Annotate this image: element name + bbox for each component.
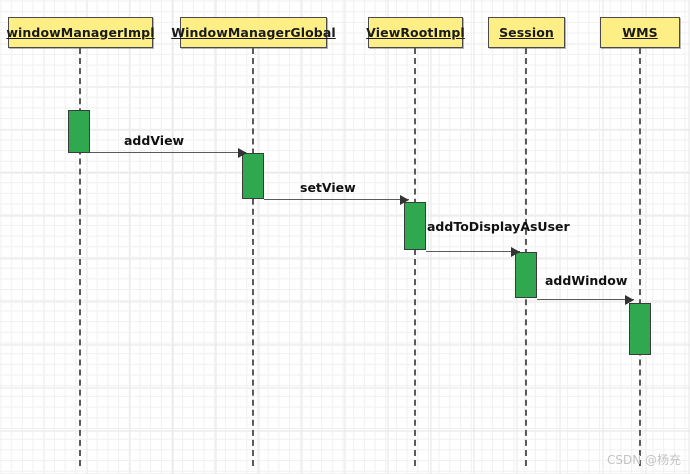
message-arrowhead-setview (400, 194, 409, 205)
lifeline-wms (639, 48, 641, 466)
message-line-setview (264, 199, 409, 200)
activation-bar-viewrootimpl (404, 202, 426, 250)
participant-session[interactable]: Session (488, 17, 565, 48)
participant-label-windowmanagerimpl: windowManagerImpl (6, 25, 155, 40)
message-arrowhead-addview (238, 147, 247, 158)
activation-bar-windowmanagerglobal (242, 153, 264, 199)
message-arrowhead-addwindow (625, 294, 634, 305)
lifeline-viewrootimpl (414, 48, 416, 466)
participant-label-windowmanagerglobal: WindowManagerGlobal (171, 25, 336, 40)
message-line-addwindow (537, 299, 634, 300)
participant-windowmanagerglobal[interactable]: WindowManagerGlobal (171, 17, 336, 48)
participant-windowmanagerimpl[interactable]: windowManagerImpl (6, 17, 155, 48)
participant-label-session: Session (499, 25, 554, 40)
activation-bar-wms (629, 303, 651, 355)
message-line-addtodisplayasuser (426, 251, 520, 252)
lifeline-windowmanagerglobal (252, 48, 254, 466)
message-label-addview: addView (124, 133, 185, 148)
message-line-addview (90, 152, 246, 153)
message-label-setview: setView (300, 180, 356, 195)
lifeline-windowmanagerimpl (79, 48, 81, 466)
message-label-addtodisplayasuser: addToDisplayAsUser (427, 219, 570, 234)
participant-wms[interactable]: WMS (600, 17, 680, 48)
message-label-addwindow: addWindow (545, 273, 628, 288)
message-arrowhead-addtodisplayasuser (511, 246, 520, 257)
participant-viewrootimpl[interactable]: ViewRootImpl (366, 17, 465, 48)
participant-label-wms: WMS (622, 25, 658, 40)
watermark-csdn: CSDN @杨充 (607, 453, 682, 467)
activation-bar-windowmanagerimpl (68, 110, 90, 153)
participant-label-viewrootimpl: ViewRootImpl (366, 25, 465, 40)
activation-bar-session (515, 252, 537, 298)
